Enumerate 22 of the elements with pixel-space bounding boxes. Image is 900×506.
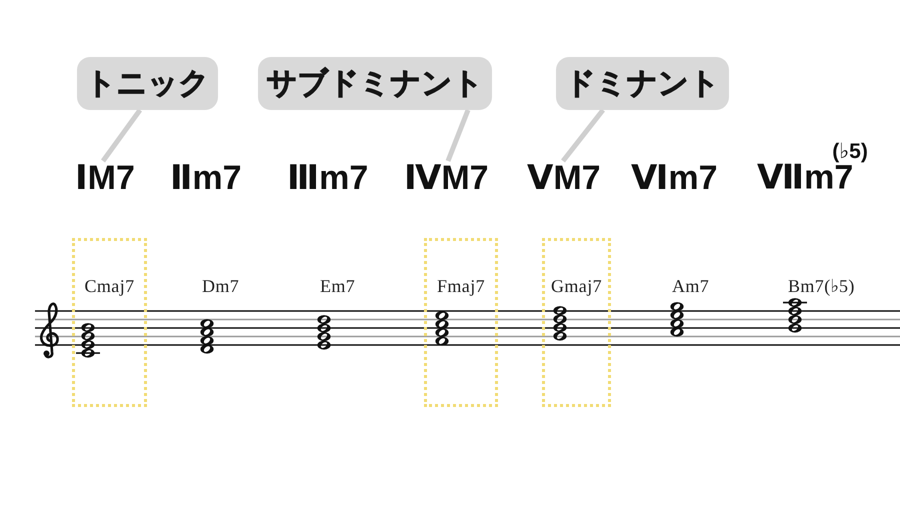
dotted-frame — [424, 238, 498, 407]
chord-numeral: ⅣM7 — [404, 161, 489, 195]
chord-name: Fmaj7 — [437, 277, 485, 295]
chord-numeral: Ⅱm7 — [170, 161, 242, 195]
leader-line — [100, 108, 142, 162]
chord-numeral: Ⅵm7 — [631, 161, 718, 195]
chord-name: Bm7(♭5) — [788, 277, 855, 295]
chord-name: Cmaj7 — [84, 277, 134, 295]
chord-name: Dm7 — [202, 277, 240, 295]
leader-line — [561, 108, 605, 163]
chord-name: Em7 — [320, 277, 356, 295]
chord-name: Gmaj7 — [551, 277, 602, 295]
leader-line — [446, 109, 470, 162]
dotted-frame — [72, 238, 147, 407]
chord-numeral: Ⅲm7 — [287, 161, 368, 195]
callout-box: サブドミナント — [258, 57, 492, 110]
callout-box: ドミナント — [556, 57, 729, 110]
chord-numeral: ⅠM7 — [75, 161, 135, 195]
callout-box: トニック — [77, 57, 218, 110]
chord-numeral: ⅤM7 — [527, 161, 601, 195]
chord-name: Am7 — [672, 277, 710, 295]
dotted-frame — [542, 238, 611, 407]
